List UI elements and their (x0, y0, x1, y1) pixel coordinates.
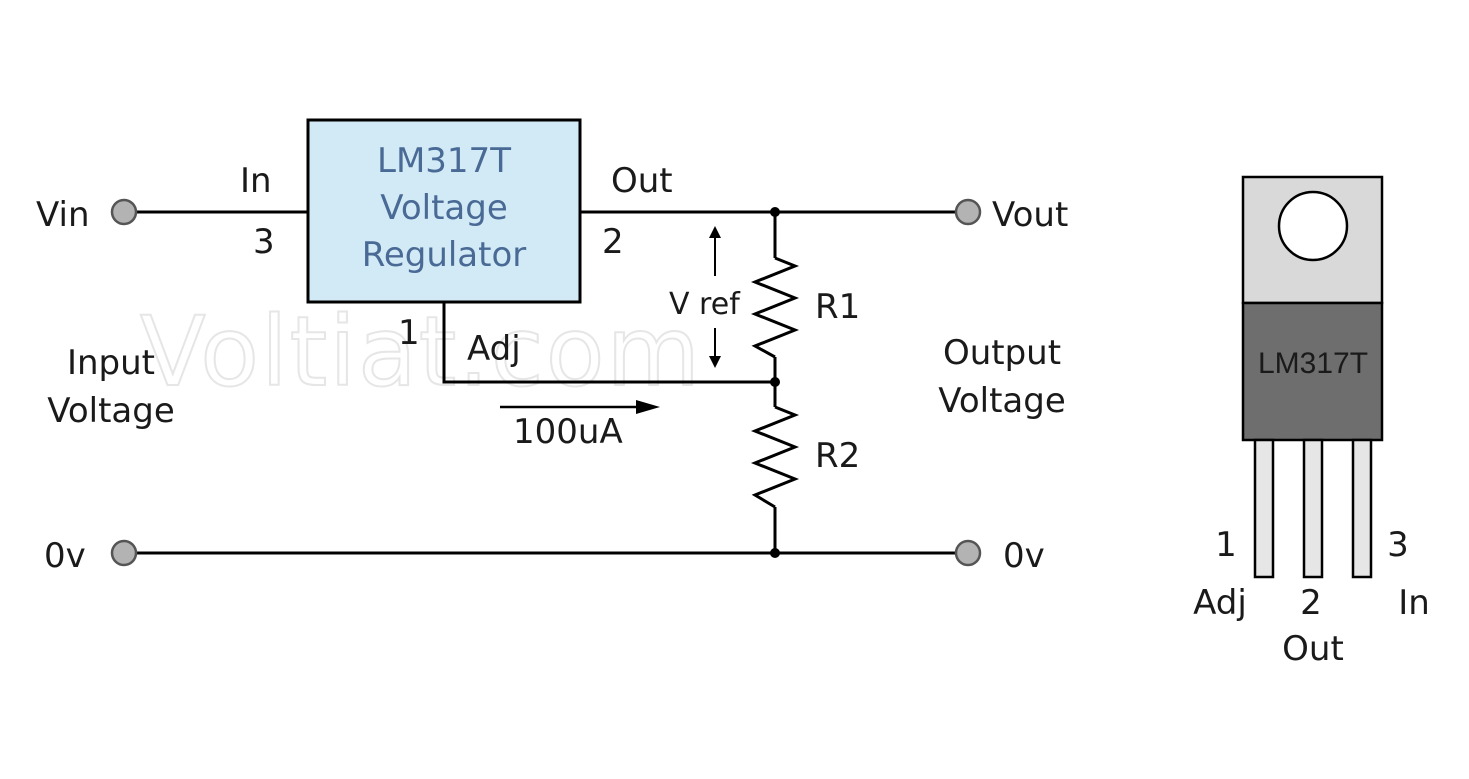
pin-out-label: Out (611, 161, 673, 201)
pin-in-label: In (240, 161, 272, 201)
ground-right-label: 0v (1003, 536, 1045, 576)
regulator-box (306, 118, 582, 304)
package-pin1-name: Adj (1193, 583, 1247, 623)
package-pin-2 (1302, 438, 1324, 579)
r2-label: R2 (815, 436, 860, 476)
current-label: 100uA (513, 412, 623, 452)
package-pin3-name: In (1398, 583, 1430, 623)
package-pin1-number: 1 (1215, 525, 1237, 565)
vref-down-arrow (709, 328, 721, 368)
package-pin-3 (1351, 438, 1373, 579)
input-voltage-label-line2: Voltage (47, 391, 175, 431)
regulator-label-line2: Voltage (380, 188, 508, 228)
to220-package (1241, 175, 1384, 579)
package-pin2-name: Out (1282, 629, 1344, 669)
junction-ground (770, 548, 780, 558)
package-label: LM317T (1258, 347, 1368, 380)
r1-label: R1 (815, 287, 860, 327)
output-voltage-label-line1: Output (943, 333, 1061, 373)
resistor-r1-symbol (750, 256, 800, 359)
junction-adj (770, 377, 780, 387)
pin-out-number: 2 (602, 222, 624, 262)
watermark-text: Voltiat.com (140, 296, 702, 408)
regulator-label-line3: Regulator (362, 235, 527, 275)
package-pin-1 (1253, 438, 1275, 579)
package-pin3-number: 3 (1387, 525, 1409, 565)
package-pin2-number: 2 (1300, 583, 1322, 623)
package-body (1241, 301, 1384, 442)
vout-terminal (954, 198, 982, 226)
vout-label: Vout (992, 195, 1068, 235)
vin-label: Vin (36, 195, 90, 235)
vin-terminal (110, 198, 138, 226)
input-voltage-label-line1: Input (67, 343, 155, 383)
vref-label: V ref (669, 287, 741, 322)
pin-adj-label: Adj (467, 329, 521, 369)
resistor-r2-symbol (750, 405, 800, 509)
pin-adj-number: 1 (398, 313, 420, 353)
regulator-label-line1: LM317T (377, 141, 511, 181)
vref-up-arrow (709, 226, 721, 276)
ground-left-label: 0v (44, 536, 86, 576)
pin-in-number: 3 (253, 222, 275, 262)
ground-right-terminal (954, 539, 982, 567)
mounting-hole (1277, 190, 1349, 262)
adj-wire (442, 302, 775, 384)
ground-left-terminal (110, 539, 138, 567)
junction-output (770, 207, 780, 217)
current-arrow (500, 400, 660, 414)
output-voltage-label-line2: Voltage (938, 381, 1066, 421)
